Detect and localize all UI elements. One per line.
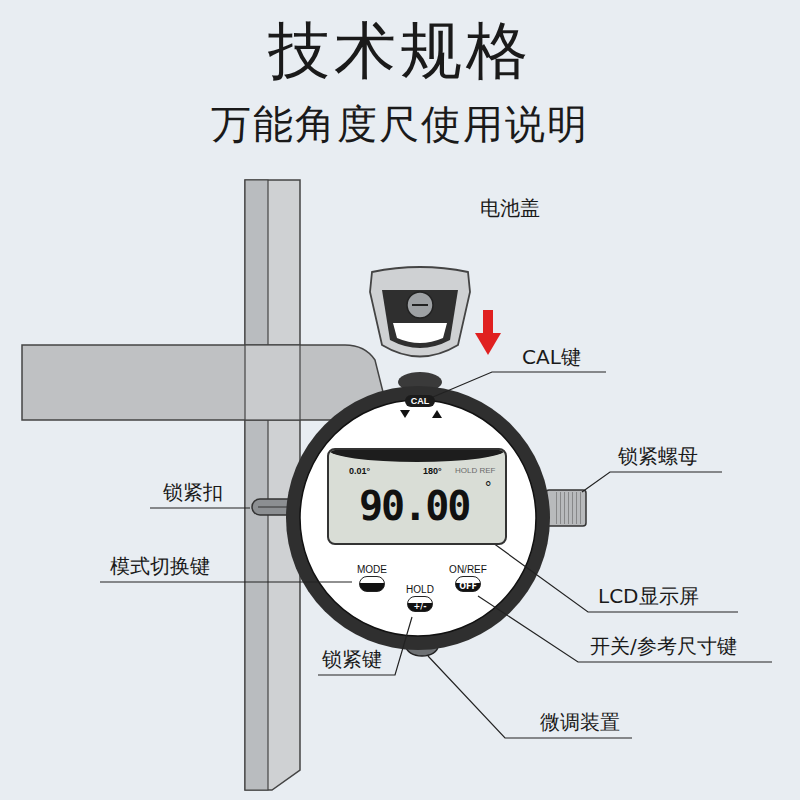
- part-label: 开关/参考尺寸键: [590, 634, 737, 658]
- cal-arrows: [400, 410, 442, 418]
- part-label: 微调装置: [540, 710, 620, 734]
- battery-cover-part: [370, 267, 470, 357]
- button-sublabel: OFF: [459, 582, 477, 591]
- gauge-housing-part: [300, 400, 536, 636]
- gauge-housing-part: [286, 386, 550, 650]
- lock-nut: [546, 490, 586, 526]
- battery-cover-part: [382, 290, 458, 348]
- insert-arrow-part: [483, 310, 493, 334]
- lcd-unit: °: [485, 480, 491, 496]
- cal-arrows-part: [432, 410, 442, 418]
- part-label: 锁紧扣: [163, 480, 223, 504]
- leader-lines: [100, 372, 772, 738]
- button-label: HOLD: [406, 584, 434, 595]
- horizontal-blade-part: [22, 345, 390, 420]
- leader-lines-part: [482, 535, 738, 612]
- part-label: 锁紧键: [322, 647, 382, 671]
- leader-lines-part: [428, 656, 632, 738]
- lock-nut-part: [546, 490, 586, 526]
- lcd-indicator: 180°: [423, 467, 442, 476]
- cal-arrows-part: [400, 410, 410, 418]
- part-label: 电池盖: [480, 196, 540, 220]
- part-label: 锁紧螺母: [618, 444, 698, 468]
- leader-lines-part: [433, 372, 606, 397]
- battery-cover-part: [412, 304, 428, 306]
- lcd-screen: 0.01° 180° HOLD REF 90.00 °: [327, 448, 507, 545]
- page-subtitle: 万能角度尺使用说明: [211, 100, 589, 148]
- lcd-indicator: 0.01°: [349, 467, 370, 476]
- page-title: 技术规格: [0, 14, 800, 88]
- insert-arrow-part: [475, 333, 501, 355]
- insert-arrow: [475, 310, 501, 355]
- hold-button: HOLD +/-: [406, 584, 434, 612]
- button-key: +/-: [407, 596, 433, 612]
- lock-nut-part: [556, 492, 584, 524]
- part-label: LCD显示屏: [598, 584, 699, 608]
- gauge-housing: [286, 386, 550, 650]
- button-key: [359, 576, 385, 592]
- button-label: MODE: [357, 564, 387, 575]
- leader-lines-part: [150, 507, 250, 508]
- cal-button: CAL: [405, 389, 436, 408]
- lcd-header: [329, 450, 505, 462]
- button-label: CAL: [405, 395, 436, 407]
- lock-buckle-part: [258, 507, 290, 508]
- button-sublabel: +/-: [414, 602, 427, 611]
- leader-lines-part: [318, 617, 412, 675]
- battery-cover: [370, 267, 470, 357]
- part-label: 模式切换键: [110, 554, 210, 578]
- lcd-reading: 90.00: [359, 486, 469, 526]
- part-label: CAL键: [522, 345, 581, 369]
- vertical-blade-part: [245, 180, 268, 790]
- on-ref-button: ON/REF OFF: [449, 564, 487, 592]
- horizontal-blade-part: [245, 345, 300, 420]
- button-label: ON/REF: [449, 564, 487, 575]
- leader-lines-part: [582, 472, 722, 492]
- horizontal-blade: [22, 345, 390, 420]
- mode-button: MODE: [357, 564, 387, 592]
- button-key: OFF: [455, 576, 481, 592]
- lcd-indicator: HOLD REF: [455, 467, 495, 475]
- battery-cover-part: [407, 292, 433, 318]
- leader-lines-part: [100, 581, 352, 582]
- battery-cover-part: [393, 323, 447, 343]
